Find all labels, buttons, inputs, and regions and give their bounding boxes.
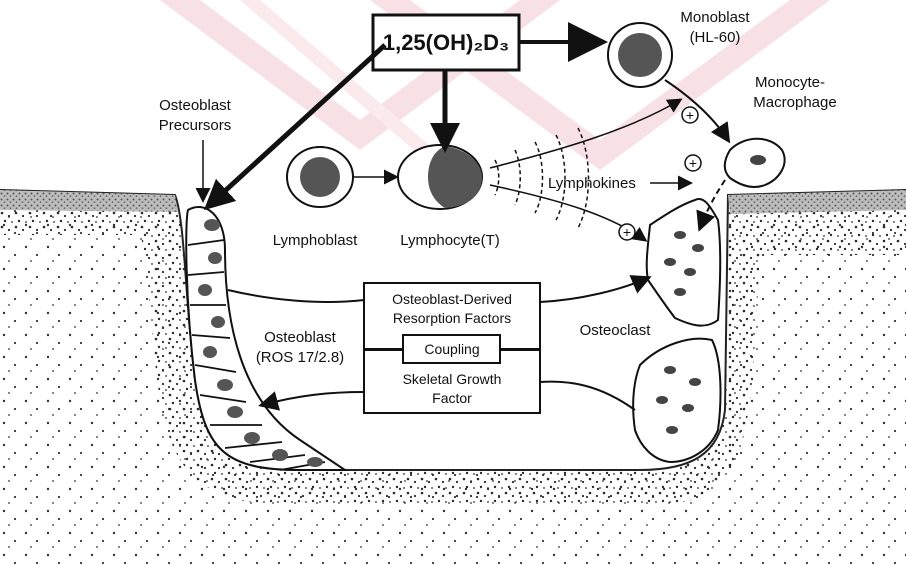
svg-text:+: + bbox=[689, 155, 697, 171]
osteoblast-to-factors-line bbox=[228, 290, 364, 302]
osteoclast-to-growth-line bbox=[540, 382, 635, 410]
precursors-label-1: Osteoblast bbox=[159, 97, 232, 114]
monoblast-line-label: (HL-60) bbox=[690, 29, 741, 46]
osteoblast-label-2: (ROS 17/2.8) bbox=[256, 349, 344, 366]
monocyte-label-1: Monocyte- bbox=[755, 74, 825, 91]
coupling-label: Coupling bbox=[424, 341, 479, 357]
growth-to-osteoblast-arrow bbox=[262, 392, 364, 405]
lymphocyte-cell bbox=[398, 145, 482, 209]
growth-label-2: Factor bbox=[432, 390, 472, 406]
osteoblast-label-1: Osteoblast bbox=[264, 329, 337, 346]
lymphokines-label: Lymphokines bbox=[548, 175, 636, 192]
plus-marker-2: + bbox=[685, 155, 701, 171]
osteoclast-label: Osteoclast bbox=[580, 322, 652, 339]
lymphoblast-label: Lymphoblast bbox=[273, 232, 358, 249]
svg-text:+: + bbox=[686, 107, 694, 123]
resorption-label-2: Resorption Factors bbox=[393, 310, 511, 326]
lymphocyte-label: Lymphocyte(T) bbox=[400, 232, 499, 249]
monoblast-label: Monoblast bbox=[680, 9, 750, 26]
lymphoblast-cell bbox=[287, 147, 353, 207]
precursors-label-2: Precursors bbox=[159, 117, 232, 134]
svg-text:+: + bbox=[623, 224, 631, 240]
growth-label-1: Skeletal Growth bbox=[403, 371, 502, 387]
factors-to-osteoclast-arrow bbox=[540, 278, 648, 302]
hormone-label: 1,25(OH)₂D₃ bbox=[383, 30, 509, 55]
plus-marker-1: + bbox=[682, 107, 698, 123]
monocyte-macrophage-cell bbox=[725, 139, 785, 187]
monoblast-cell bbox=[608, 23, 672, 87]
osteoclast-upper bbox=[647, 199, 721, 326]
resorption-label-1: Osteoblast-Derived bbox=[392, 291, 512, 307]
osteoclast-lower bbox=[633, 339, 720, 462]
plus-marker-3: + bbox=[619, 224, 635, 240]
monocyte-label-2: Macrophage bbox=[753, 94, 836, 111]
